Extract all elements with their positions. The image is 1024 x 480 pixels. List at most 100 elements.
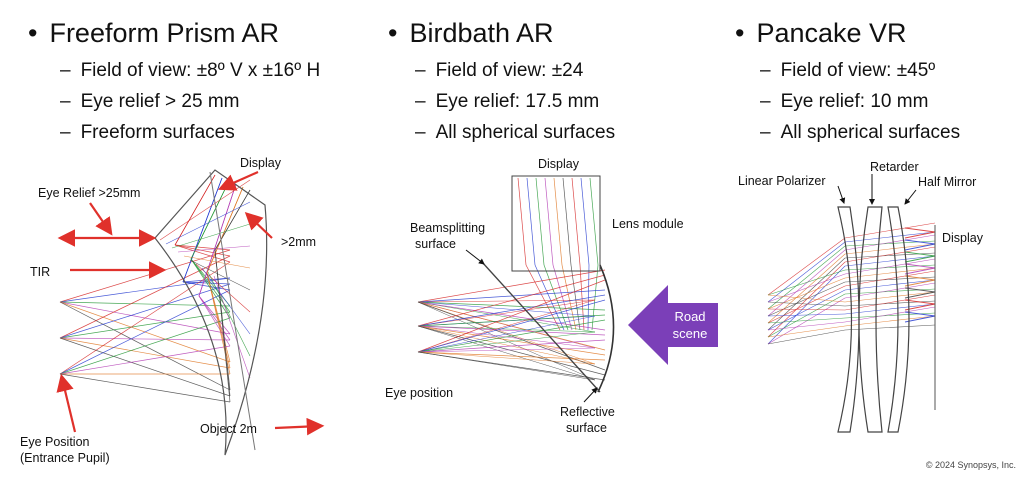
ray bbox=[417, 319, 606, 353]
ray bbox=[767, 293, 846, 338]
ray bbox=[417, 325, 596, 333]
ray bbox=[767, 253, 846, 324]
ray bbox=[417, 339, 606, 353]
ray bbox=[904, 239, 936, 245]
ray bbox=[904, 299, 936, 305]
ray bbox=[59, 373, 231, 403]
ray bbox=[190, 180, 230, 260]
ray bbox=[844, 315, 936, 327]
ray bbox=[904, 267, 936, 275]
ray bbox=[767, 285, 846, 324]
ray bbox=[417, 351, 596, 365]
ray bbox=[417, 347, 596, 353]
section-title-pancake: •Pancake VR bbox=[735, 18, 907, 49]
lens-module-box bbox=[511, 175, 601, 272]
label-pancake-display: Display bbox=[942, 231, 984, 245]
ray bbox=[767, 257, 846, 331]
ray bbox=[417, 299, 596, 353]
bullet-text: Field of view: ±8º V x ±16º H bbox=[80, 60, 321, 81]
ray bbox=[767, 325, 846, 338]
ray bbox=[182, 177, 223, 283]
pointer-beamsplitting bbox=[465, 249, 485, 265]
ray bbox=[417, 351, 606, 361]
bullet-pancake-3: –All spherical surfaces bbox=[760, 122, 961, 143]
ray bbox=[417, 351, 606, 381]
ray bbox=[59, 317, 231, 375]
section-title-text: Freeform Prism AR bbox=[49, 18, 279, 48]
ray bbox=[904, 227, 936, 233]
ray bbox=[904, 311, 936, 317]
birdbath-diagram bbox=[417, 175, 615, 393]
ray bbox=[844, 222, 936, 239]
bullet-birdbath-1: –Field of view: ±24 bbox=[415, 60, 584, 81]
ray bbox=[59, 337, 231, 341]
ray bbox=[417, 351, 596, 381]
ray bbox=[844, 306, 936, 323]
ray bbox=[59, 249, 231, 303]
bullet-text: Field of view: ±24 bbox=[435, 60, 584, 81]
ray bbox=[206, 186, 244, 274]
bullet-dot: • bbox=[735, 18, 745, 48]
bullet-text: Freeform surfaces bbox=[80, 122, 235, 143]
ray bbox=[59, 255, 231, 339]
bullet-text: Field of view: ±45º bbox=[780, 60, 936, 81]
freeform-ray-bundle bbox=[59, 174, 251, 403]
ray bbox=[904, 275, 936, 281]
ray bbox=[59, 337, 231, 369]
ray bbox=[189, 259, 251, 291]
ray bbox=[201, 267, 251, 335]
ray bbox=[417, 299, 596, 303]
prism-outline bbox=[154, 169, 268, 456]
ray bbox=[417, 294, 606, 327]
section-title-text: Birdbath AR bbox=[409, 18, 554, 48]
pointer-half-mirror bbox=[904, 189, 917, 205]
ray bbox=[767, 241, 846, 303]
ray bbox=[534, 264, 565, 331]
ray bbox=[844, 231, 936, 243]
ray bbox=[198, 295, 231, 335]
ray bbox=[526, 177, 536, 266]
ray bbox=[171, 223, 251, 249]
pointer-reflective bbox=[583, 387, 598, 403]
prism-surface bbox=[209, 171, 256, 451]
section-title-freeform: •Freeform Prism AR bbox=[28, 18, 279, 49]
ray bbox=[59, 311, 231, 339]
label-linear-polarizer: Linear Polarizer bbox=[738, 174, 826, 188]
bullet-birdbath-2: –Eye relief: 17.5 mm bbox=[415, 91, 600, 112]
ray bbox=[417, 301, 596, 381]
ray bbox=[417, 325, 596, 365]
ray bbox=[767, 297, 846, 345]
ray bbox=[553, 177, 563, 266]
ray bbox=[767, 289, 846, 331]
label-road: Road bbox=[674, 309, 705, 324]
ray bbox=[198, 295, 231, 341]
pancake-lens-3 bbox=[887, 206, 910, 433]
ray bbox=[767, 261, 846, 338]
label-lens-module: Lens module bbox=[612, 217, 684, 231]
ray bbox=[844, 246, 936, 263]
pancake-lens-1 bbox=[837, 206, 860, 433]
label-eye-position-1: Eye Position bbox=[20, 435, 90, 449]
label-eye-position-2: (Entrance Pupil) bbox=[20, 451, 110, 465]
ray bbox=[767, 321, 846, 331]
label-gap: >2mm bbox=[281, 235, 316, 249]
bullet-pancake-2: –Eye relief: 10 mm bbox=[760, 91, 929, 112]
bullet-dot: • bbox=[388, 18, 398, 48]
ray bbox=[198, 295, 231, 347]
ray bbox=[904, 279, 936, 287]
ray bbox=[767, 329, 846, 345]
arrow-gap bbox=[244, 211, 273, 239]
pancake-lens-2 bbox=[858, 206, 883, 433]
bullet-text: Eye relief: 17.5 mm bbox=[435, 91, 600, 112]
ray bbox=[904, 251, 936, 257]
copyright: © 2024 Synopsys, Inc. bbox=[925, 460, 1016, 470]
ray bbox=[844, 303, 936, 315]
ray bbox=[767, 294, 846, 303]
ray bbox=[417, 274, 606, 327]
ray bbox=[767, 301, 846, 307]
ray bbox=[904, 255, 936, 263]
ray bbox=[417, 314, 606, 327]
arrow-display bbox=[217, 170, 259, 191]
ray bbox=[165, 201, 251, 245]
